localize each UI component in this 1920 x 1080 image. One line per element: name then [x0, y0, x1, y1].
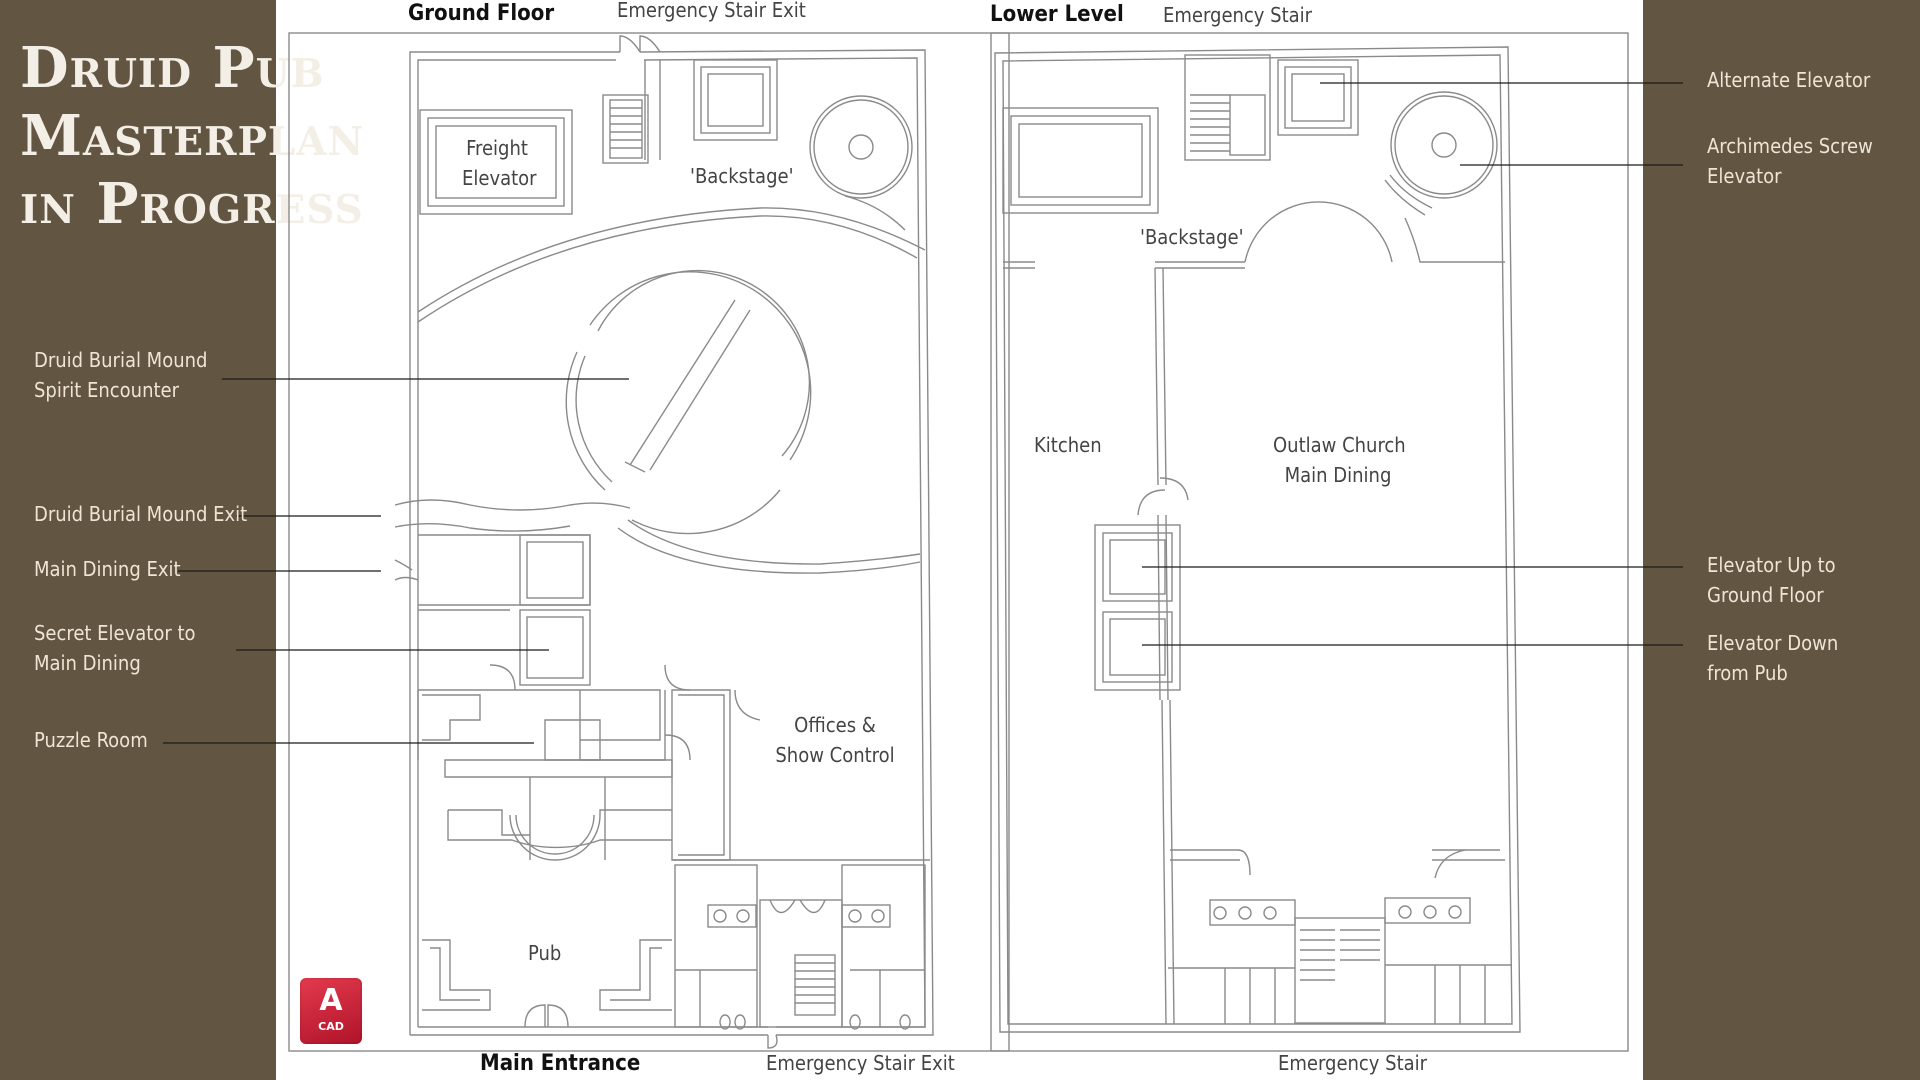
ground-floor-top-exit-label: Emergency Stair Exit [617, 0, 806, 22]
room-label-backstage-ground: 'Backstage' [690, 164, 794, 188]
room-label-offices: Offices & Show Control [775, 713, 895, 767]
callout-burial-mound-exit: Druid Burial Mound Exit [34, 502, 248, 526]
lower-level-top-stair-label: Emergency Stair [1163, 3, 1313, 27]
room-label-kitchen: Kitchen [1034, 433, 1102, 457]
callout-elevator-down: Elevator Down from Pub [1707, 631, 1839, 685]
room-label-pub: Pub [528, 941, 562, 965]
room-label-backstage-lower: 'Backstage' [1140, 225, 1244, 249]
title-line: in Progress [20, 171, 364, 237]
ground-floor-heading: Ground Floor [408, 1, 555, 26]
autocad-logo: A CAD [300, 978, 362, 1044]
callout-puzzle-room: Puzzle Room [34, 728, 148, 752]
ground-floor-frame [288, 32, 1010, 1052]
lower-level-bottom-stair-label: Emergency Stair [1278, 1051, 1428, 1075]
page-title: Druid Pub Masterplan in Progress [20, 34, 364, 238]
callout-alternate-elevator: Alternate Elevator [1707, 68, 1871, 92]
lower-level-plan [994, 46, 1521, 1033]
callout-elevator-up: Elevator Up to Ground Floor [1707, 553, 1836, 607]
title-line: Druid Pub [20, 35, 325, 101]
main-entrance-heading: Main Entrance [480, 1051, 641, 1076]
room-label-freight-elevator: Freight Elevator [462, 136, 537, 190]
floor-plan-canvas [276, 0, 1643, 1080]
ground-floor-plan [394, 35, 934, 1049]
ground-floor-bottom-exit-label: Emergency Stair Exit [766, 1051, 955, 1075]
lower-level-heading: Lower Level [990, 2, 1124, 27]
right-sidebar [1643, 0, 1920, 1080]
callout-burial-mound-encounter: Druid Burial Mound Spirit Encounter [34, 348, 208, 402]
room-label-main-dining: Outlaw Church Main Dining [1273, 433, 1406, 487]
title-line: Masterplan [20, 103, 365, 169]
callout-main-dining-exit: Main Dining Exit [34, 557, 181, 581]
callout-archimedes-screw-elevator: Archimedes Screw Elevator [1707, 134, 1873, 188]
lower-level-frame [990, 32, 1629, 1052]
left-sidebar [0, 0, 276, 1080]
callout-secret-elevator: Secret Elevator to Main Dining [34, 621, 196, 675]
